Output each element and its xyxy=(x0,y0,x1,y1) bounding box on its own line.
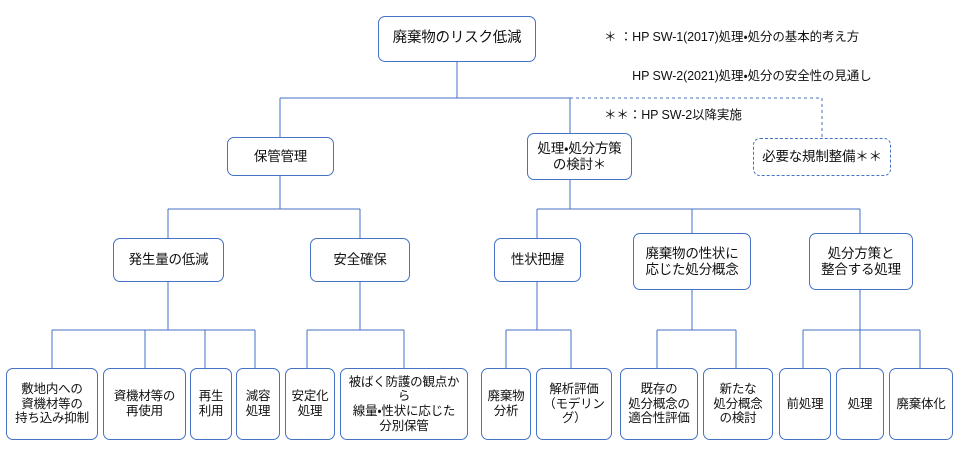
leaf-treatment[interactable]: 処理 xyxy=(836,368,884,440)
node-treatment-aligned-with-policy[interactable]: 処分方策と 整合する処理 xyxy=(809,233,913,290)
node-regulatory-development[interactable]: 必要な規制整備＊＊ xyxy=(753,138,891,176)
leaf-analytical-evaluation[interactable]: 解析評価 （モデリング） xyxy=(536,368,612,440)
node-treatment-disposal-policy[interactable]: 処理・処分方策 の検討＊ xyxy=(527,133,632,180)
node-safety-assurance[interactable]: 安全確保 xyxy=(310,238,410,282)
legend-line-3: ＊＊：HP SW-2以降実施 xyxy=(604,107,742,122)
node-waste-generation-reduction[interactable]: 発生量の低減 xyxy=(113,238,224,282)
node-root[interactable]: 廃棄物のリスク低減 xyxy=(378,16,536,62)
leaf-waste-form-production[interactable]: 廃棄体化 xyxy=(889,368,953,440)
leaf-volume-reduction[interactable]: 減容 処理 xyxy=(236,368,280,440)
leaf-segregated-storage[interactable]: 被ばく防護の観点から 線量・性状に応じた 分別保管 xyxy=(340,368,468,440)
node-disposal-concept-by-property[interactable]: 廃棄物の性状に 応じた処分概念 xyxy=(633,233,751,290)
node-property-characterization[interactable]: 性状把握 xyxy=(494,238,581,282)
leaf-recycling[interactable]: 再生 利用 xyxy=(190,368,232,440)
leaf-new-disposal-concept[interactable]: 新たな 処分概念 の検討 xyxy=(703,368,773,440)
legend-line-1: ＊ ：HP SW-1(2017)処理・処分の基本的考え方 xyxy=(604,30,860,45)
leaf-waste-analysis[interactable]: 廃棄物 分析 xyxy=(481,368,531,440)
node-storage-management[interactable]: 保管管理 xyxy=(227,137,334,176)
leaf-restrict-material-bring-in[interactable]: 敷地内への 資機材等の 持ち込み抑制 xyxy=(6,368,98,440)
leaf-existing-concept-suitability[interactable]: 既存の 処分概念の 適合性評価 xyxy=(620,368,698,440)
leaf-material-reuse[interactable]: 資機材等の 再使用 xyxy=(103,368,186,440)
leaf-stabilization[interactable]: 安定化 処理 xyxy=(285,368,335,440)
legend: ＊ ：HP SW-1(2017)処理・処分の基本的考え方 HP SW-2(202… xyxy=(604,9,954,145)
leaf-pretreatment[interactable]: 前処理 xyxy=(779,368,831,440)
legend-line-2: HP SW-2(2021)処理・処分の安全性の見通し xyxy=(604,69,872,84)
